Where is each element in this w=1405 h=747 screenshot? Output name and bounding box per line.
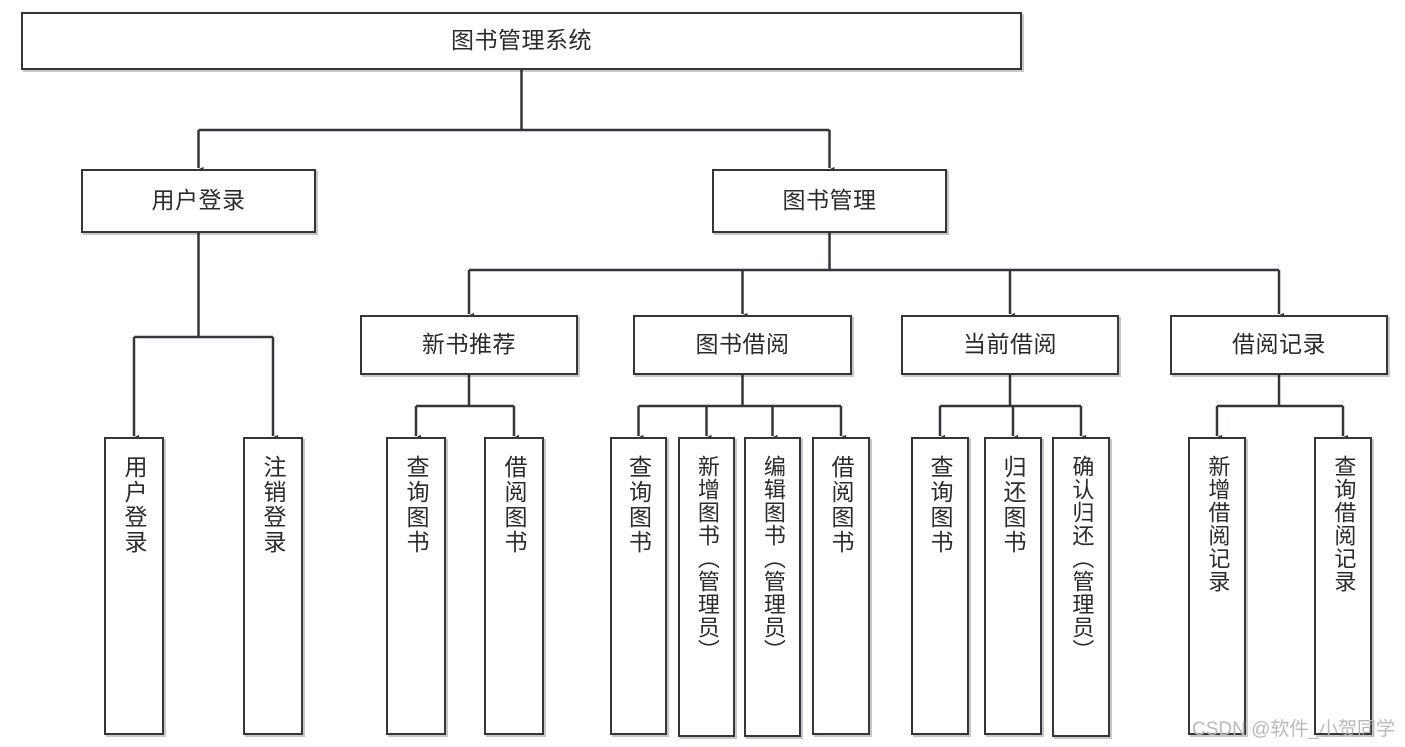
node-label: 归还图书 — [1000, 455, 1027, 555]
node-label: 查询借阅记录 — [1331, 455, 1357, 593]
node-leaf-query-book-1[interactable]: 查询图书 — [386, 437, 446, 735]
node-leaf-add-record[interactable]: 新增借阅记录 — [1188, 437, 1246, 735]
node-user-login[interactable]: 用户登录 — [81, 169, 316, 233]
node-root[interactable]: 图书管理系统 — [21, 12, 1022, 70]
node-leaf-return-book[interactable]: 归还图书 — [984, 437, 1042, 735]
node-leaf-query-book-3[interactable]: 查询图书 — [911, 437, 969, 735]
node-label: 用户登录 — [151, 187, 246, 214]
node-label: 新增借阅记录 — [1205, 455, 1231, 593]
node-book-borrow[interactable]: 图书借阅 — [633, 315, 852, 375]
node-leaf-edit-book[interactable]: 编辑图书（管理员） — [744, 437, 801, 737]
node-label: 注销登录 — [260, 455, 287, 555]
node-label: 图书管理 — [782, 187, 877, 214]
node-leaf-borrow-book-1[interactable]: 借阅图书 — [484, 437, 544, 735]
node-label: 借阅记录 — [1232, 331, 1326, 358]
node-label: 图书管理系统 — [451, 27, 592, 54]
node-leaf-query-record[interactable]: 查询借阅记录 — [1314, 437, 1372, 735]
node-label: 新书推荐 — [422, 331, 516, 358]
node-leaf-add-book[interactable]: 新增图书（管理员） — [678, 437, 735, 737]
node-label: 查询图书 — [403, 455, 430, 555]
node-label: 借阅图书 — [501, 455, 528, 555]
node-leaf-confirm-return[interactable]: 确认归还（管理员） — [1052, 437, 1110, 737]
node-book-manage[interactable]: 图书管理 — [712, 169, 947, 233]
node-borrow-record[interactable]: 借阅记录 — [1170, 315, 1388, 375]
node-leaf-borrow-book-2[interactable]: 借阅图书 — [812, 437, 870, 735]
node-label: 查询图书 — [625, 455, 652, 555]
node-new-book-rec[interactable]: 新书推荐 — [360, 315, 578, 375]
node-label: 当前借阅 — [963, 331, 1057, 358]
node-label: 图书借阅 — [695, 331, 790, 358]
node-label: 用户登录 — [121, 455, 148, 555]
node-label: 确认归还（管理员） — [1069, 455, 1095, 662]
edge-group — [128, 70, 1349, 446]
node-current-borrow[interactable]: 当前借阅 — [901, 315, 1119, 375]
node-leaf-user-logout[interactable]: 注销登录 — [243, 437, 303, 735]
csdn-watermark: CSDN @软件_小贺同学 — [1192, 719, 1395, 740]
node-label: 编辑图书（管理员） — [760, 455, 786, 662]
node-label: 新增图书（管理员） — [694, 455, 720, 662]
node-label: 查询图书 — [927, 455, 954, 555]
node-leaf-user-login[interactable]: 用户登录 — [104, 437, 164, 735]
node-leaf-query-book-2[interactable]: 查询图书 — [610, 437, 667, 735]
node-label: 借阅图书 — [828, 455, 855, 555]
